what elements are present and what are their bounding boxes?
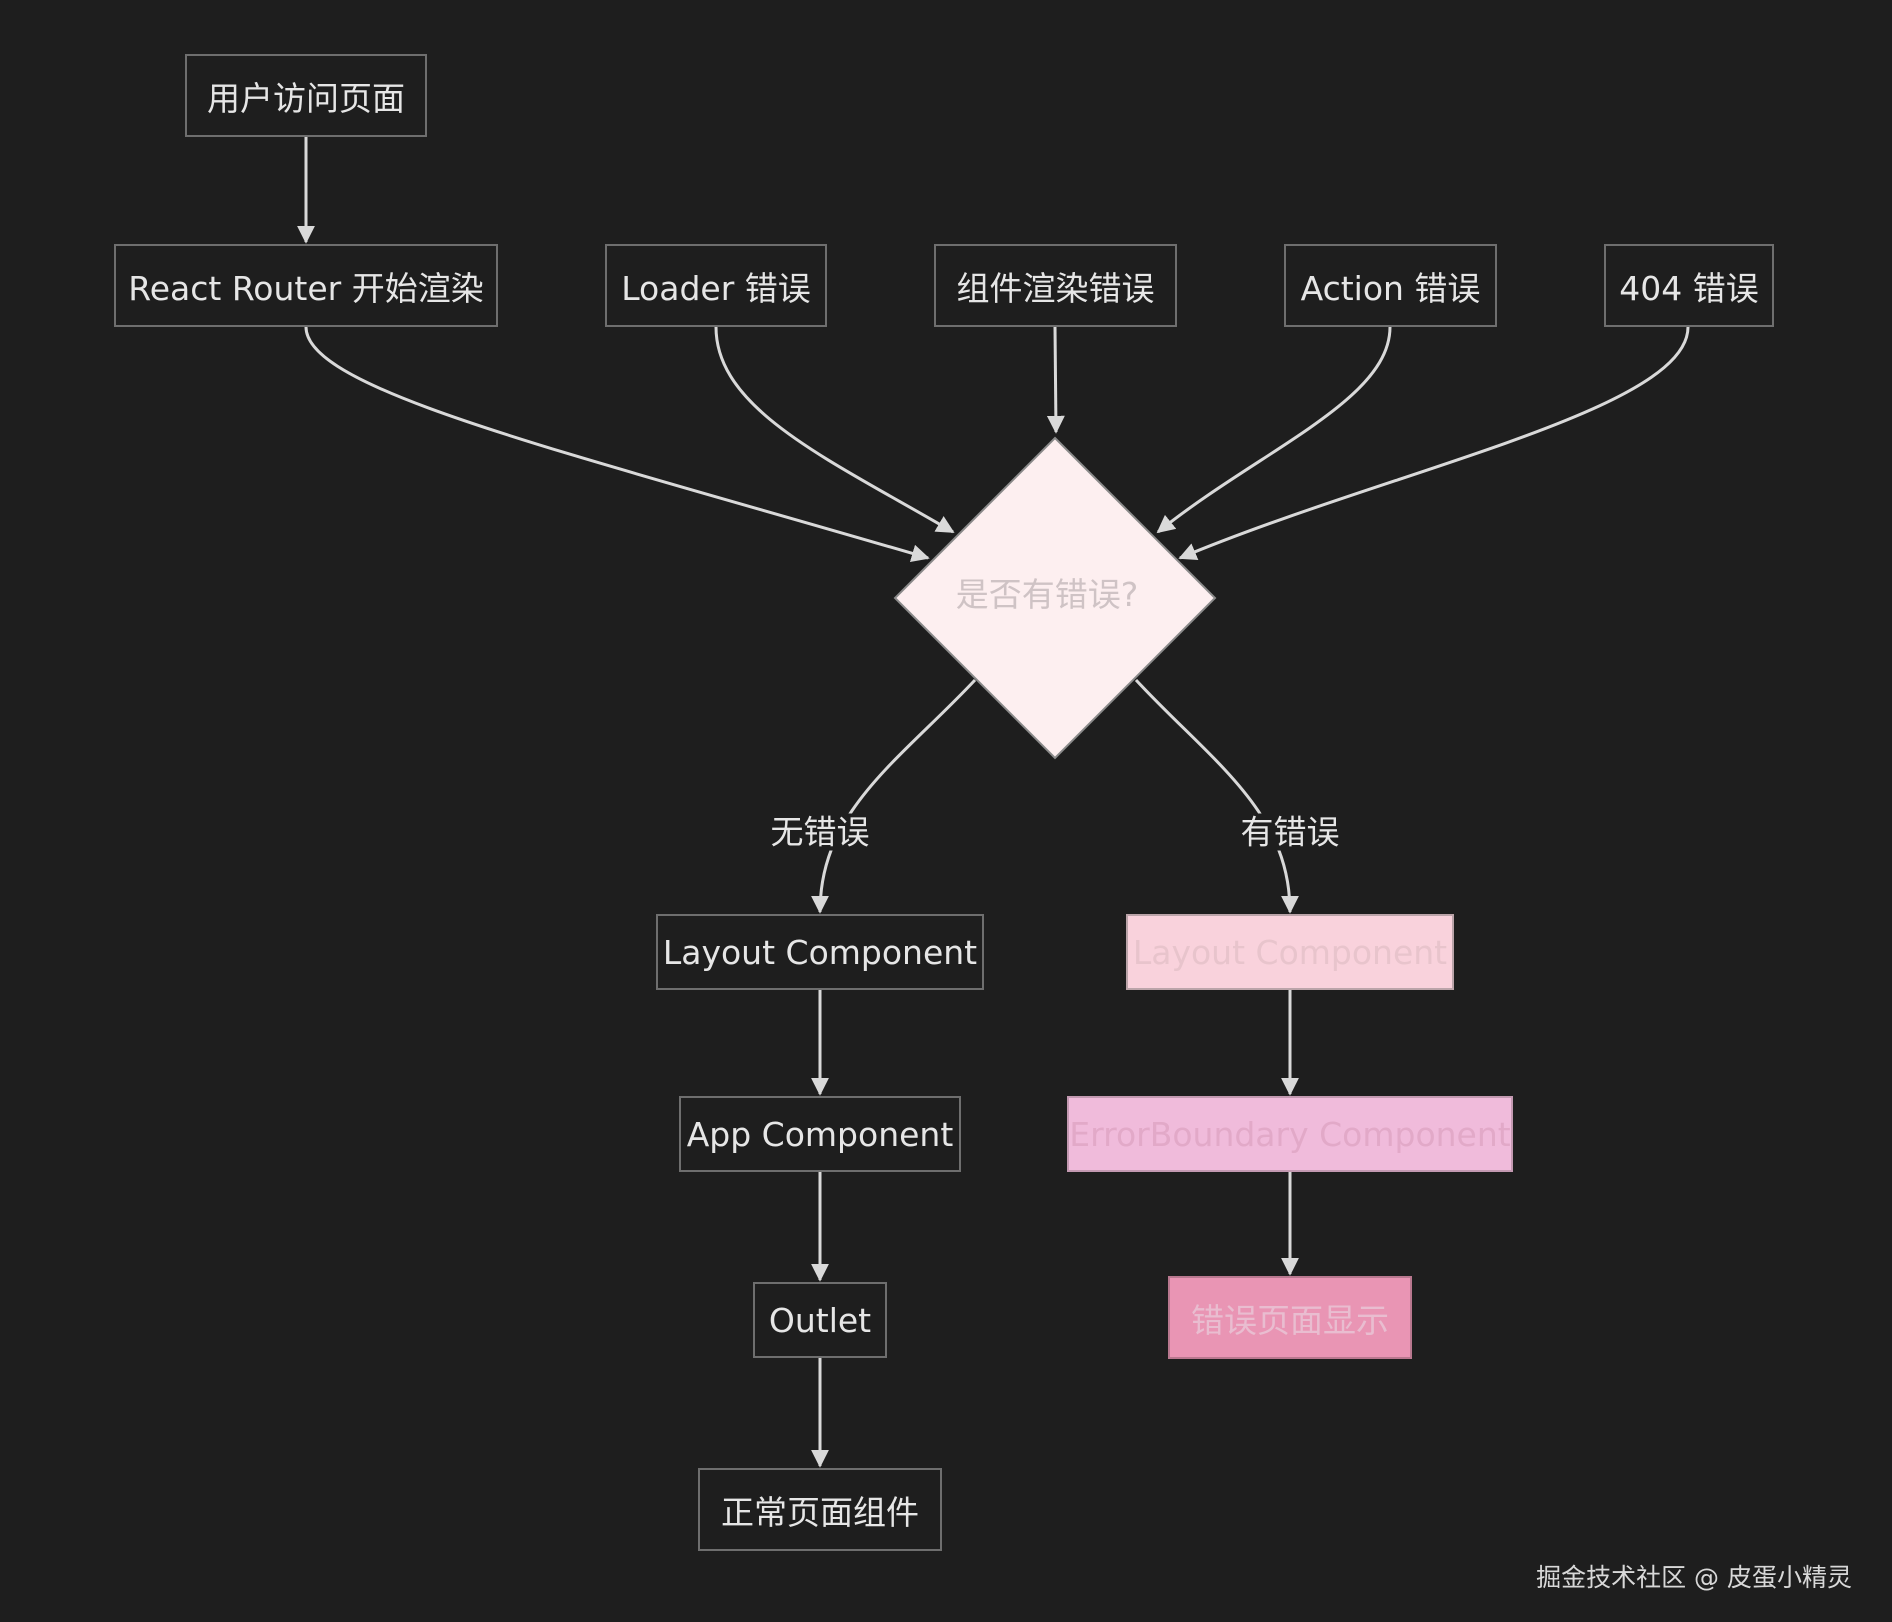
edge-label-has-error: 有错误 <box>1236 813 1344 851</box>
node-component-render-error: 组件渲染错误 <box>934 244 1177 327</box>
node-404-error: 404 错误 <box>1604 244 1774 327</box>
node-outlet: Outlet <box>753 1282 887 1358</box>
node-normal-page: 正常页面组件 <box>698 1468 942 1551</box>
edge-decision-to-layout-ok <box>811 678 977 914</box>
watermark: 掘金技术社区 @ 皮蛋小精灵 <box>1536 1563 1852 1592</box>
node-router-render: React Router 开始渲染 <box>114 244 498 327</box>
node-user-visit: 用户访问页面 <box>185 54 427 137</box>
edge-decision-to-layout-err <box>1134 678 1299 914</box>
decision-label: 是否有错误? <box>955 575 1139 614</box>
node-layout-component-error: Layout Component <box>1126 914 1454 990</box>
node-action-error: Action 错误 <box>1284 244 1497 327</box>
edge-render-error-to-decision <box>1046 326 1065 434</box>
node-error-page: 错误页面显示 <box>1168 1276 1412 1359</box>
node-app-component: App Component <box>679 1096 961 1172</box>
edge-404-to-decision <box>1178 326 1690 561</box>
node-loader-error: Loader 错误 <box>605 244 827 327</box>
node-layout-component-ok: Layout Component <box>656 914 984 990</box>
edge-loader-to-decision <box>714 326 955 534</box>
node-error-boundary: ErrorBoundary Component <box>1067 1096 1513 1172</box>
edge-router-to-decision <box>304 326 930 563</box>
edge-label-no-error: 无错误 <box>766 813 874 851</box>
decision-diamond <box>893 436 1217 760</box>
edge-action-to-decision <box>1156 326 1392 534</box>
